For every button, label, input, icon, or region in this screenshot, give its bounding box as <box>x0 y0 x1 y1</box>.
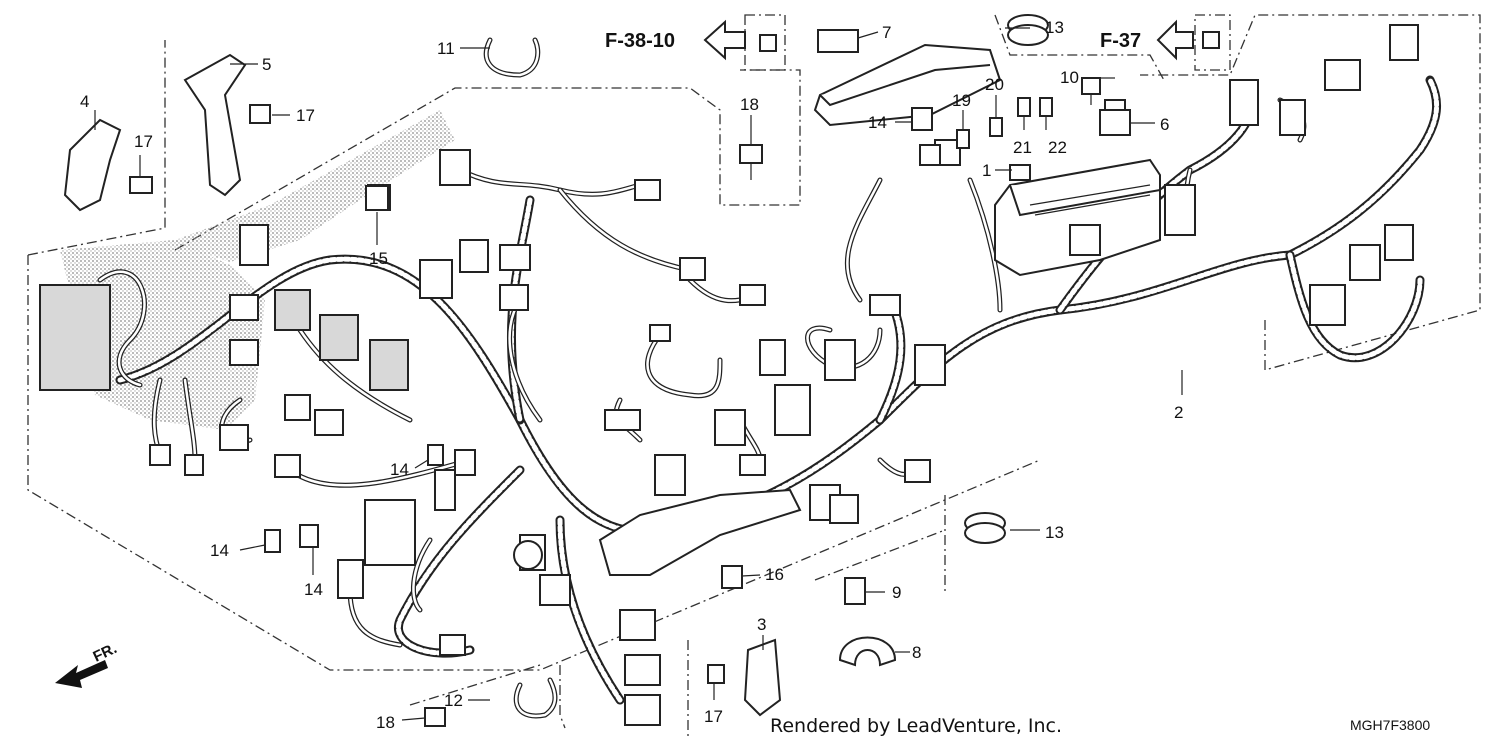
front-label: FR. <box>91 640 120 666</box>
callout-labels: 1 2 3 4 5 6 7 8 9 10 11 12 13 13 14 14 1… <box>80 18 1183 732</box>
callout-14a: 14 <box>868 113 887 132</box>
callout-17b: 17 <box>296 106 315 125</box>
callout-7: 7 <box>882 23 891 42</box>
callout-14b: 14 <box>390 460 409 479</box>
harness-duct <box>513 488 802 576</box>
credit-text: Rendered by LeadVenture, Inc. <box>770 715 1062 737</box>
callout-10: 10 <box>1060 68 1079 87</box>
callout-20: 20 <box>985 75 1004 94</box>
relay <box>1099 99 1131 136</box>
callout-14c: 14 <box>210 541 229 560</box>
callout-9: 9 <box>892 583 901 602</box>
front-arrow-icon <box>55 660 108 688</box>
callout-16: 16 <box>765 565 784 584</box>
callout-13b: 13 <box>1045 523 1064 542</box>
diagram-code: MGH7F3800 <box>1350 717 1430 733</box>
leader-lines <box>94 27 1183 721</box>
callout-14d: 14 <box>304 580 323 599</box>
callout-12: 12 <box>444 691 463 710</box>
callout-17c: 17 <box>704 707 723 726</box>
callout-4: 4 <box>80 92 89 111</box>
reference-arrow-right <box>1156 19 1194 61</box>
callout-2: 2 <box>1174 403 1183 422</box>
connectors <box>39 24 1419 726</box>
callout-17a: 17 <box>134 132 153 151</box>
callout-3: 3 <box>757 615 766 634</box>
callout-21: 21 <box>1013 138 1032 157</box>
reference-arrow-left <box>703 19 746 61</box>
callout-11: 11 <box>437 39 455 58</box>
main-frame-outline <box>27 14 1481 740</box>
fuse-box <box>994 158 1161 277</box>
callout-19: 19 <box>952 91 971 110</box>
callout-1: 1 <box>982 161 991 180</box>
callout-13a: 13 <box>1045 18 1064 37</box>
reference-label-right: F-37 <box>1100 30 1141 52</box>
callout-18a: 18 <box>740 95 759 114</box>
reference-label-left: F-38-10 <box>605 30 675 52</box>
callout-15: 15 <box>369 249 388 268</box>
branch-wires <box>97 97 1307 648</box>
callout-22: 22 <box>1048 138 1067 157</box>
callout-6: 6 <box>1160 115 1169 134</box>
small-parts <box>63 14 1220 727</box>
callout-8: 8 <box>912 643 921 662</box>
box-cover <box>813 43 1002 127</box>
callout-18b: 18 <box>376 713 395 732</box>
callout-5: 5 <box>262 55 271 74</box>
